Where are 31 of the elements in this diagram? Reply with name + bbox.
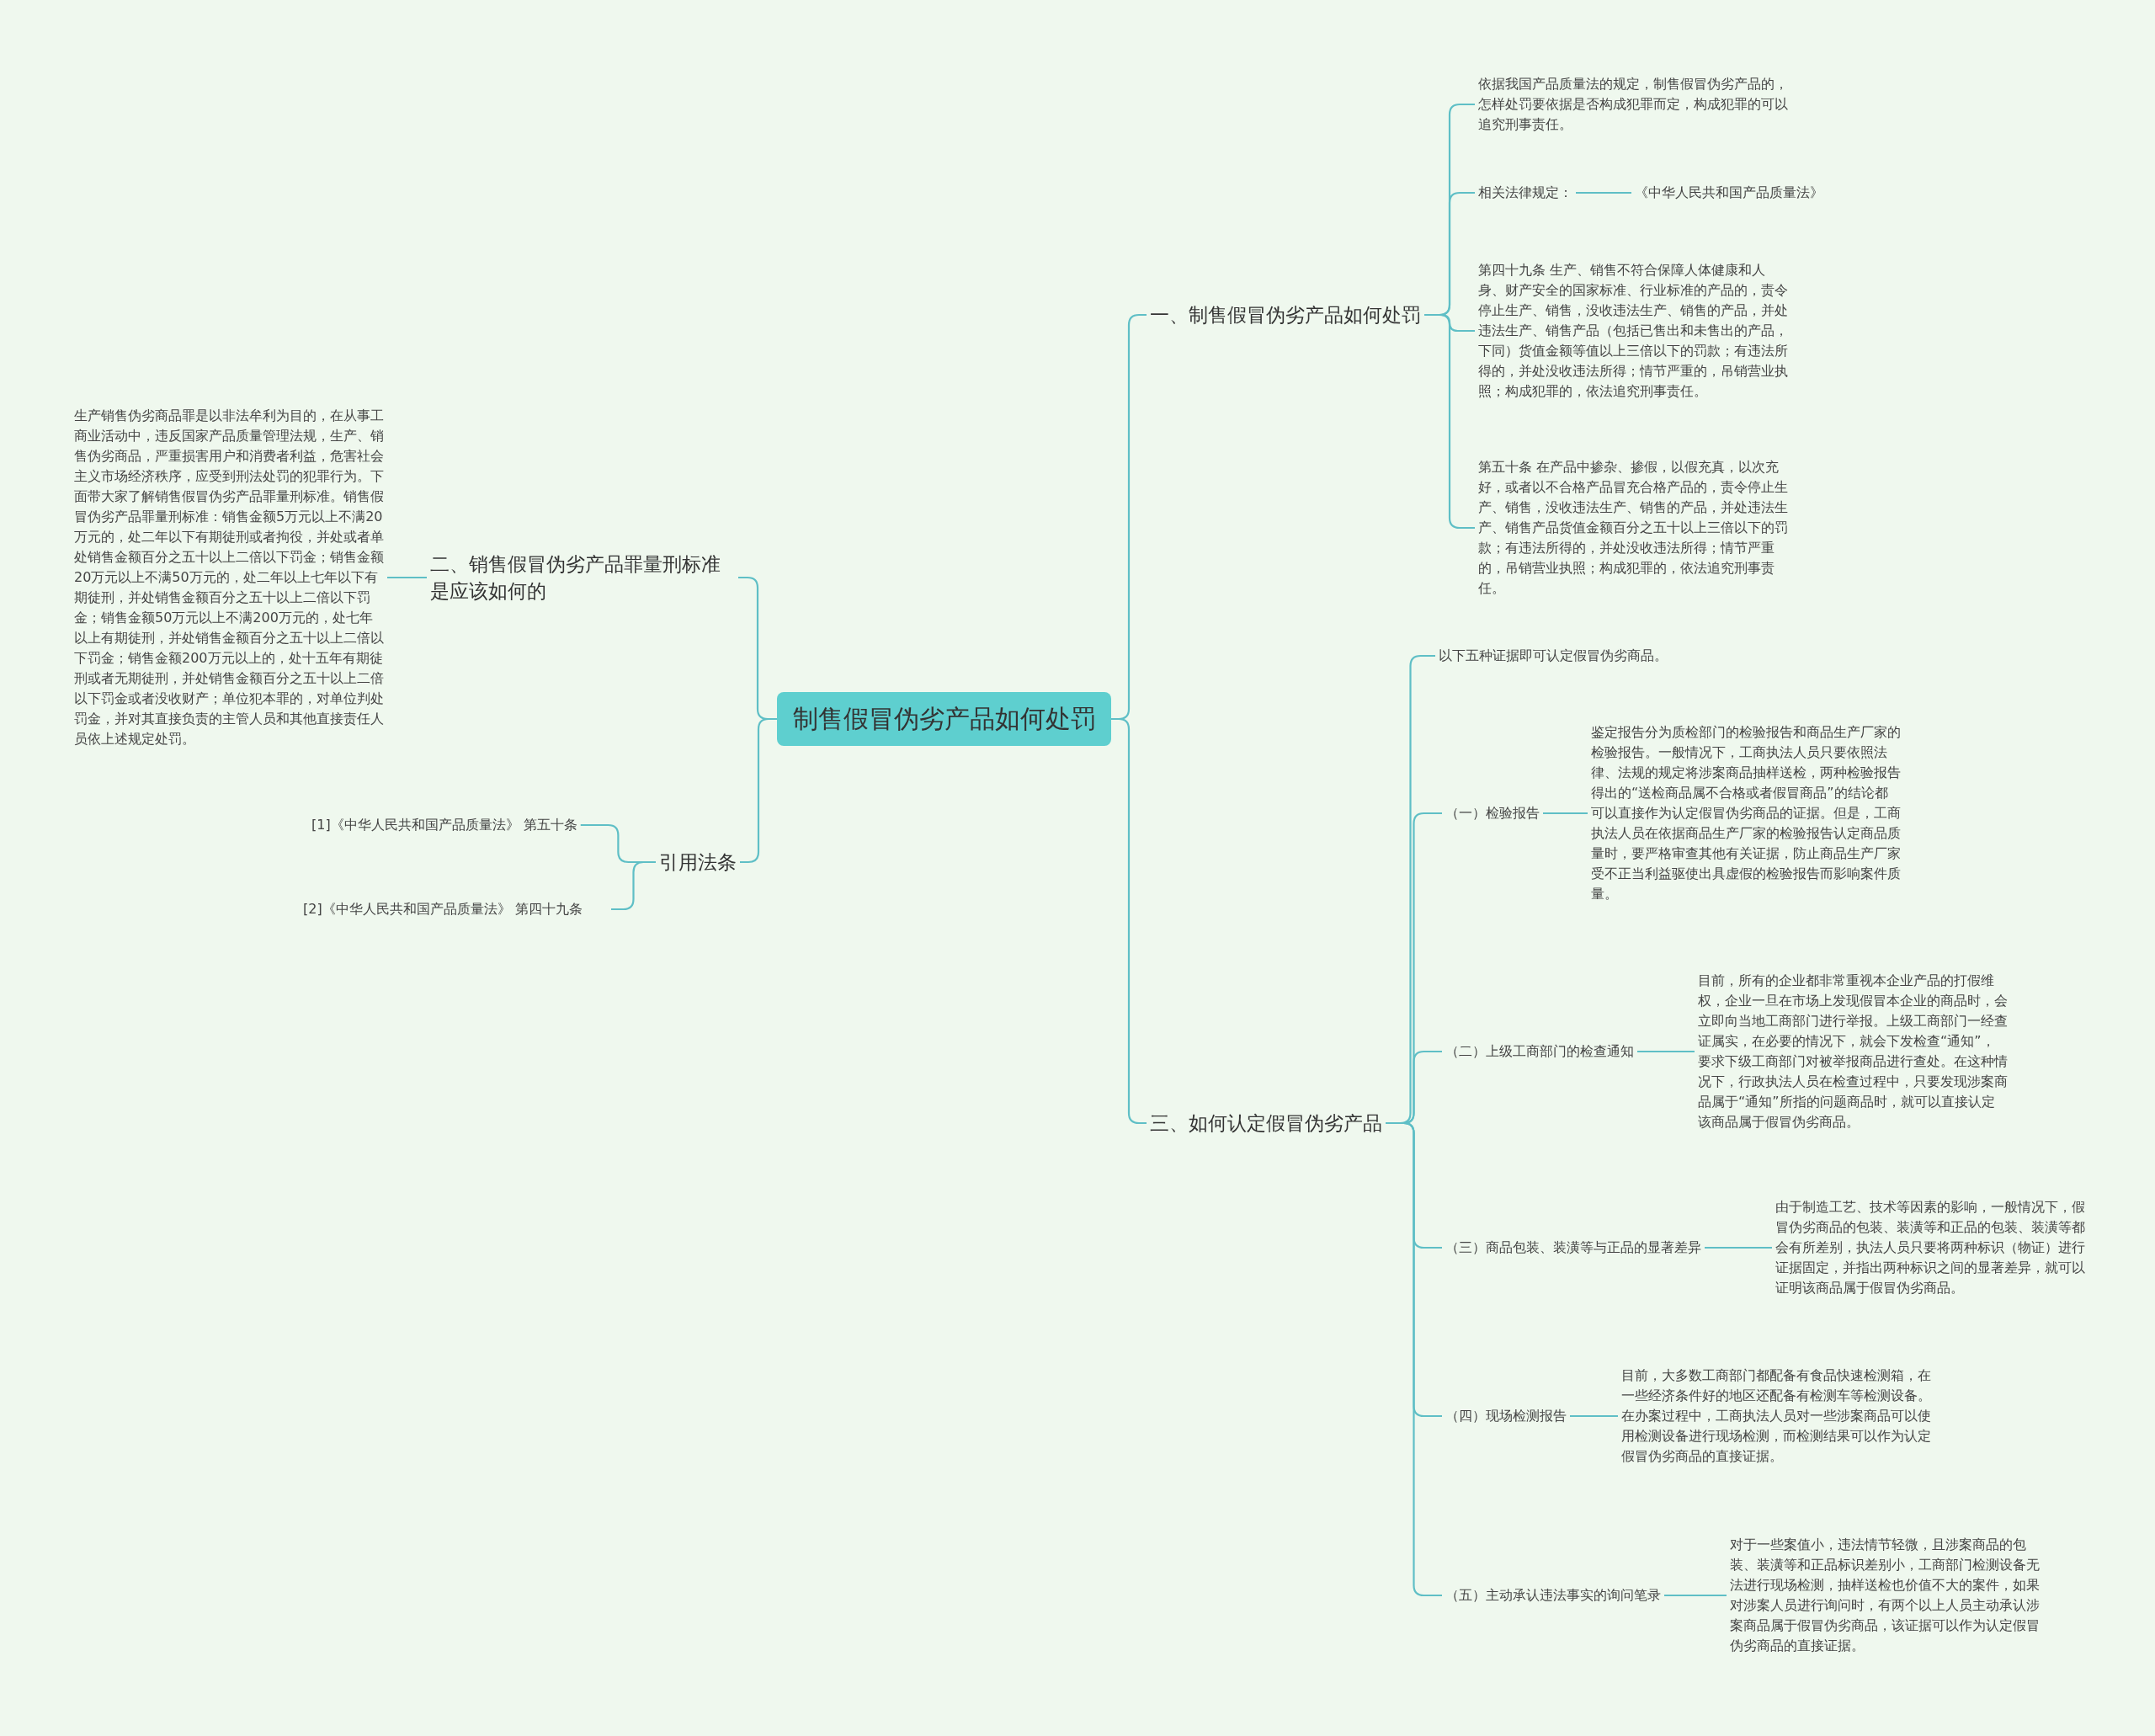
connector-line <box>1576 191 1631 194</box>
connector-line <box>387 576 427 579</box>
branch-topic: 引用法条 <box>656 849 740 876</box>
note-text: 第四十九条 生产、销售不符合保障人体健康和人身、财产安全的国家标准、行业标准的产品的，责令停止生产、销售，没收违法生产、销售的产品，并处违法生产、销售产品（包括已售出和未售出的产品，下同）货值金额等值以上三倍以下的罚款；有违法所得的，并处没收违法所得；情节严重的，吊销营业执照；构成犯罪的，依法追究刑事责任。 <box>1475 260 1791 402</box>
central-topic: 制售假冒伪劣产品如何处罚 <box>777 692 1111 746</box>
branch-topic: 二、销售假冒伪劣产品罪量刑标准是应该如何的 <box>427 551 738 604</box>
subtopic-label: 《中华人民共和国产品质量法》 <box>1631 183 1827 203</box>
connector-line <box>1705 1246 1772 1249</box>
reference-text: [2]《中华人民共和国产品质量法》 第四十九条 <box>300 899 611 919</box>
subtopic-label: （四）现场检测报告 <box>1442 1406 1570 1426</box>
connector-line <box>1570 1414 1618 1418</box>
subtopic-label: （五）主动承认违法事实的询问笔录 <box>1442 1585 1664 1606</box>
connector-line <box>1637 1050 1695 1053</box>
note-text: 对于一些案值小，违法情节轻微，且涉案商品的包装、装潢等和正品标识差别小，工商部门检测设备无法进行现场检测，抽样送检也价值不大的案件，如果对涉案人员进行询问时，有两个以上人员主动承认涉案商品属于假冒伪劣商品，该证据可以作为认定假冒伪劣商品的直接证据。 <box>1727 1535 2043 1656</box>
subtopic-label: 相关法律规定： <box>1475 183 1576 203</box>
note-text: 生产销售伪劣商品罪是以非法牟利为目的，在从事工商业活动中，违反国家产品质量管理法规，生产、销售伪劣商品，严重损害用户和消费者利益，危害社会主义市场经济秩序，应受到刑法处罚的犯罪行为。下面带大家了解销售假冒伪劣产品罪量刑标准。销售假冒伪劣产品罪量刑标准：销售金额5万元以上不满20万元的，处二年以下有期徒刑或者拘役，并处或者单处销售金额百分之五十以上二倍以下罚金；销售金额20万元以上不满50万元的，处二年以上七年以下有期徒刑，并处销售金额百分之五十以上二倍以下罚金；销售金额50万元以上不满200万元的，处七年以上有期徒刑，并处销售金额百分之五十以上二倍以下罚金；销售金额200万元以上的，处十五年有期徒刑或者无期徒刑，并处销售金额百分之五十以上二倍以下罚金或者没收财产；单位犯本罪的，对单位判处罚金，并对其直接负责的主管人员和其他直接责任人员依上述规定处罚。 <box>71 406 387 749</box>
note-text: 依据我国产品质量法的规定，制售假冒伪劣产品的，怎样处罚要依据是否构成犯罪而定，构成犯罪的可以追究刑事责任。 <box>1475 74 1791 135</box>
subtopic-label: （三）商品包装、装潢等与正品的显著差异 <box>1442 1238 1705 1258</box>
reference-text: [1]《中华人民共和国产品质量法》 第五十条 <box>308 815 581 835</box>
branch-topic: 一、制售假冒伪劣产品如何处罚 <box>1147 301 1424 328</box>
subtopic-label: （二）上级工商部门的检查通知 <box>1442 1041 1637 1062</box>
branch-topic: 三、如何认定假冒伪劣产品 <box>1147 1110 1386 1137</box>
note-text: 第五十条 在产品中掺杂、掺假，以假充真，以次充好，或者以不合格产品冒充合格产品的，责令停止生产、销售，没收违法生产、销售的产品，并处违法生产、销售产品货值金额百分之五十以上三倍以下的罚款；有违法所得的，并处没收违法所得；情节严重的，吊销营业执照；构成犯罪的，依法追究刑事责任。 <box>1475 457 1791 599</box>
note-text: 由于制造工艺、技术等因素的影响，一般情况下，假冒伪劣商品的包装、装潢等和正品的包装、装潢等都会有所差别，执法人员只要将两种标识（物证）进行证据固定，并指出两种标识之间的显著差异，就可以证明该商品属于假冒伪劣商品。 <box>1772 1197 2088 1298</box>
subtopic-label: （一）检验报告 <box>1442 803 1543 823</box>
note-text: 目前，大多数工商部门都配备有食品快速检测箱，在一些经济条件好的地区还配备有检测车等检测设备。在办案过程中，工商执法人员对一些涉案商品可以使用检测设备进行现场检测，而检测结果可以作为认定假冒伪劣商品的直接证据。 <box>1618 1366 1934 1467</box>
connector-line <box>1543 812 1588 815</box>
note-text: 鉴定报告分为质检部门的检验报告和商品生产厂家的检验报告。一般情况下，工商执法人员只要依照法律、法规的规定将涉案商品抽样送检，两种检验报告得出的“送检商品属不合格或者假冒商品”的结论都可以直接作为认定假冒伪劣商品的证据。但是，工商执法人员在依据商品生产厂家的检验报告认定商品质量时，要严格审查其他有关证据，防止商品生产厂家受不正当利益驱使出具虚假的检验报告而影响案件质量。 <box>1588 722 1904 904</box>
connector-line <box>1664 1594 1727 1597</box>
note-text: 目前，所有的企业都非常重视本企业产品的打假维权，企业一旦在市场上发现假冒本企业的商品时，会立即向当地工商部门进行举报。上级工商部门一经查证属实，在必要的情况下，就会下发检查“通知”，要求下级工商部门对被举报商品进行查处。在这种情况下，行政执法人员在检查过程中，只要发现涉案商品属于“通知”所指的问题商品时，就可以直接认定该商品属于假冒伪劣商品。 <box>1695 971 2011 1132</box>
subtopic-label: 以下五种证据即可认定假冒伪劣商品。 <box>1435 646 1671 666</box>
